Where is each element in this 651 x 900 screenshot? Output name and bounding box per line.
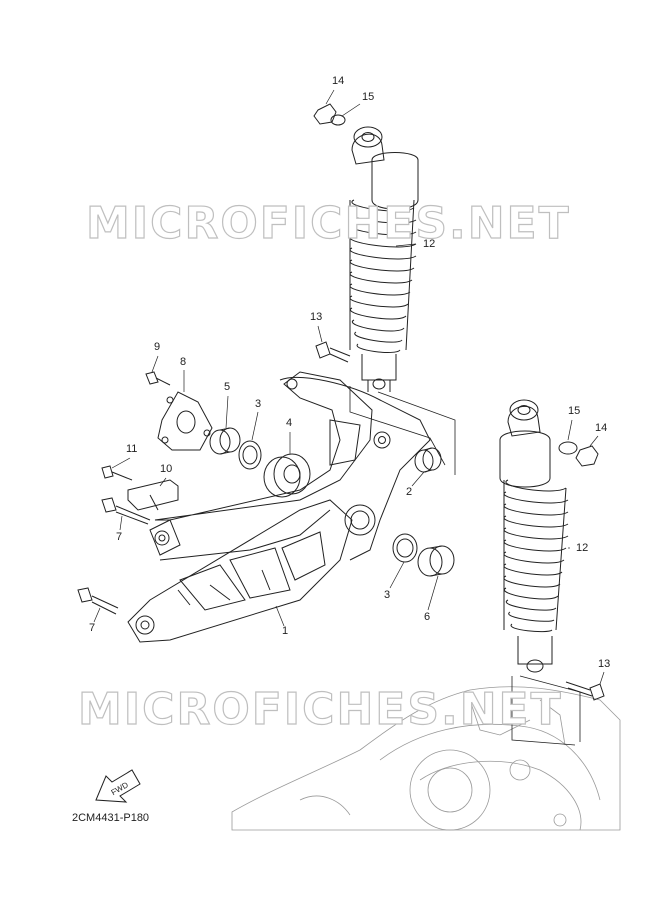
- callout-8: 8: [180, 356, 187, 368]
- leader-lines: [93, 89, 605, 685]
- rear-shock-upper: [349, 126, 419, 392]
- watermark-top: MICROFICHES.NET: [85, 197, 571, 249]
- bolt-7-upper: [101, 497, 151, 525]
- callout-12-upper: 12: [423, 238, 436, 250]
- callout-15-lower: 15: [568, 405, 581, 417]
- bolt-9: [145, 371, 171, 386]
- callout-2: 2: [406, 486, 413, 498]
- rear-shock-lower: [499, 399, 569, 673]
- callout-4: 4: [286, 417, 293, 429]
- callout-12-lower: 12: [576, 542, 589, 554]
- callout-1: 1: [282, 625, 289, 637]
- callout-3-upper: 3: [255, 398, 262, 410]
- callout-5: 5: [224, 381, 231, 393]
- bolt-13-upper: [315, 341, 351, 363]
- bolt-11: [101, 465, 133, 481]
- bolt-7-lower: [77, 587, 119, 615]
- clip-10: [127, 479, 179, 511]
- nut-14-upper: [313, 103, 337, 125]
- oil-seal-3-lower: [392, 533, 418, 563]
- collar-6: [417, 545, 455, 577]
- callout-7-lower: 7: [89, 622, 96, 634]
- callout-7-upper: 7: [116, 531, 123, 543]
- engine-outline: [231, 686, 621, 831]
- nut-14-lower: [575, 445, 599, 467]
- callout-14-upper: 14: [332, 75, 345, 87]
- bolt-13-lower: [565, 681, 605, 701]
- callout-13-upper: 13: [310, 311, 323, 323]
- callout-9: 9: [154, 341, 161, 353]
- washer-15-upper: [330, 114, 346, 126]
- washer-15-lower: [558, 441, 578, 455]
- collar-5: [209, 427, 241, 455]
- callout-3-lower: 3: [384, 589, 391, 601]
- diagram-reference-code: 2CM4431-P180: [72, 812, 150, 824]
- swingarm: [127, 371, 431, 643]
- callout-14-lower: 14: [595, 422, 608, 434]
- callout-15-upper: 15: [362, 91, 375, 103]
- callout-11: 11: [126, 443, 138, 455]
- callout-13-lower: 13: [598, 658, 611, 670]
- callout-10: 10: [160, 463, 173, 475]
- oil-seal-3-upper: [238, 440, 262, 470]
- shock-spring-upper: [349, 199, 417, 353]
- watermark-bottom: MICROFICHES.NET: [77, 683, 563, 735]
- plate-8: [157, 391, 213, 451]
- shock-spring-lower: [503, 479, 569, 633]
- fwd-arrow-icon: FWD: [95, 769, 141, 803]
- bearing-4: [263, 453, 311, 498]
- callout-6: 6: [424, 611, 431, 623]
